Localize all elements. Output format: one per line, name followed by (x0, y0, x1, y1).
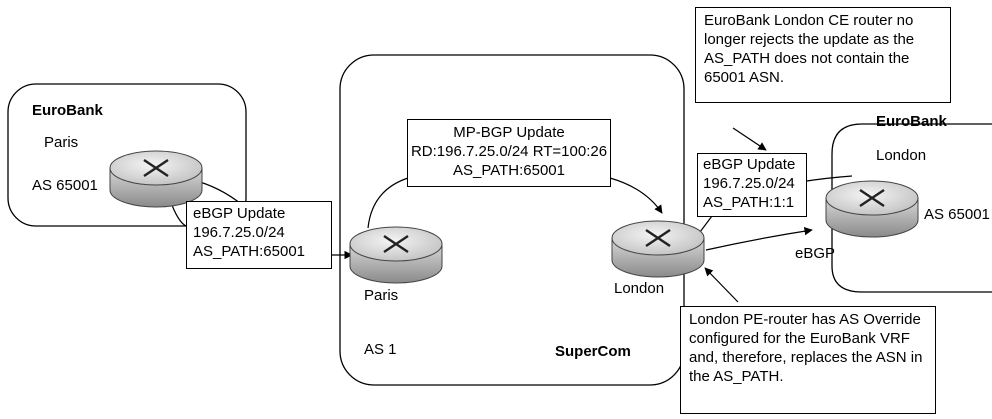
link-london-ebgp-to-ce (799, 175, 853, 183)
provider-name: SuperCom (555, 343, 631, 360)
paris-site-boundary (7, 83, 247, 227)
provider-as-label: AS 1 (364, 341, 397, 358)
router-icon (349, 226, 443, 284)
paris-ce-city: Paris (44, 134, 79, 151)
london-ce-company: EuroBank (876, 113, 947, 130)
supercom-network-boundary (339, 54, 685, 386)
update-line: AS_PATH:65001 (193, 243, 306, 260)
ebgp-link-label: eBGP (795, 245, 836, 262)
update-line: AS_PATH:1:1 (703, 194, 795, 211)
update-line: RD:196.7.25.0/24 RT=100:26 (410, 143, 608, 160)
update-line: MP-BGP Update (453, 124, 565, 141)
mpbgp-arrow-to-london-pe (609, 177, 663, 214)
note-arrow-to-london-pe (704, 267, 739, 303)
router-icon (825, 180, 919, 238)
paris-pe-label: Paris (364, 287, 399, 304)
london-pe-note: London PE-router has AS Override configu… (680, 306, 936, 414)
london-ce-city: London (876, 147, 927, 164)
update-line: eBGP Update (703, 156, 796, 173)
link-paris-pe-to-mpbgp (367, 177, 409, 229)
router-icon (109, 150, 203, 208)
update-line: 196.7.25.0/24 (703, 175, 795, 192)
mpbgp-update-box: MP-BGP Update RD:196.7.25.0/24 RT=100:26… (407, 119, 611, 187)
paris-ebgp-update-box: eBGP Update 196.7.25.0/24 AS_PATH:65001 (186, 201, 332, 269)
update-line: eBGP Update (193, 205, 286, 222)
paris-ce-company: EuroBank (32, 102, 103, 119)
london-ebgp-update-box: eBGP Update 196.7.25.0/24 AS_PATH:1:1 (697, 153, 807, 217)
router-icon (611, 220, 705, 278)
note-arrow-to-london-ebgp-box (732, 127, 767, 151)
ebgp-arrow-to-london-ce (705, 226, 813, 251)
london-ce-note: EuroBank London CE router no longer reje… (695, 7, 951, 103)
london-ce-as: AS 65001 (924, 206, 990, 223)
london-pe-label: London (614, 280, 665, 297)
update-line: AS_PATH:65001 (452, 162, 565, 179)
paris-ce-as: AS 65001 (32, 177, 98, 194)
link-london-pe-to-ebgp (699, 215, 713, 233)
update-line: 196.7.25.0/24 (193, 224, 285, 241)
